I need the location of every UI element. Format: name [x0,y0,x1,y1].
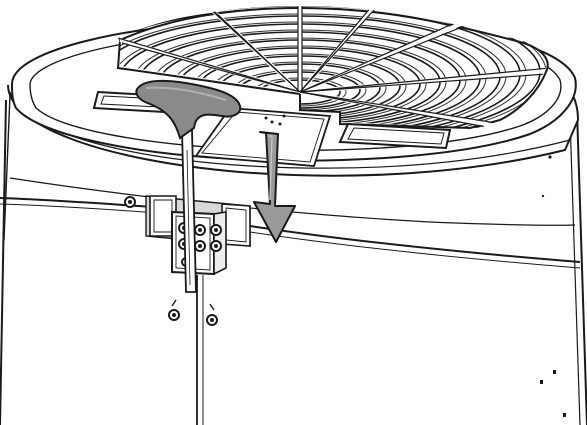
plate-screw-2 [270,120,274,124]
right-handle-slot [338,122,452,150]
plate-screw-1 [264,116,268,120]
rivet-3 [563,413,566,417]
rivet-4 [548,155,552,159]
plate-screw-3 [282,114,286,118]
rivet-5 [541,194,545,198]
arrow-down-icon [253,131,296,243]
panel-rivets [540,155,566,417]
hinge-bracket [124,195,274,326]
access-plate [194,107,332,167]
plate-screw-4 [278,122,282,126]
t-handle-hex-key-icon [135,79,242,293]
rivet-2 [540,380,543,384]
rivet-1 [553,370,556,374]
fan-grille [116,6,549,130]
